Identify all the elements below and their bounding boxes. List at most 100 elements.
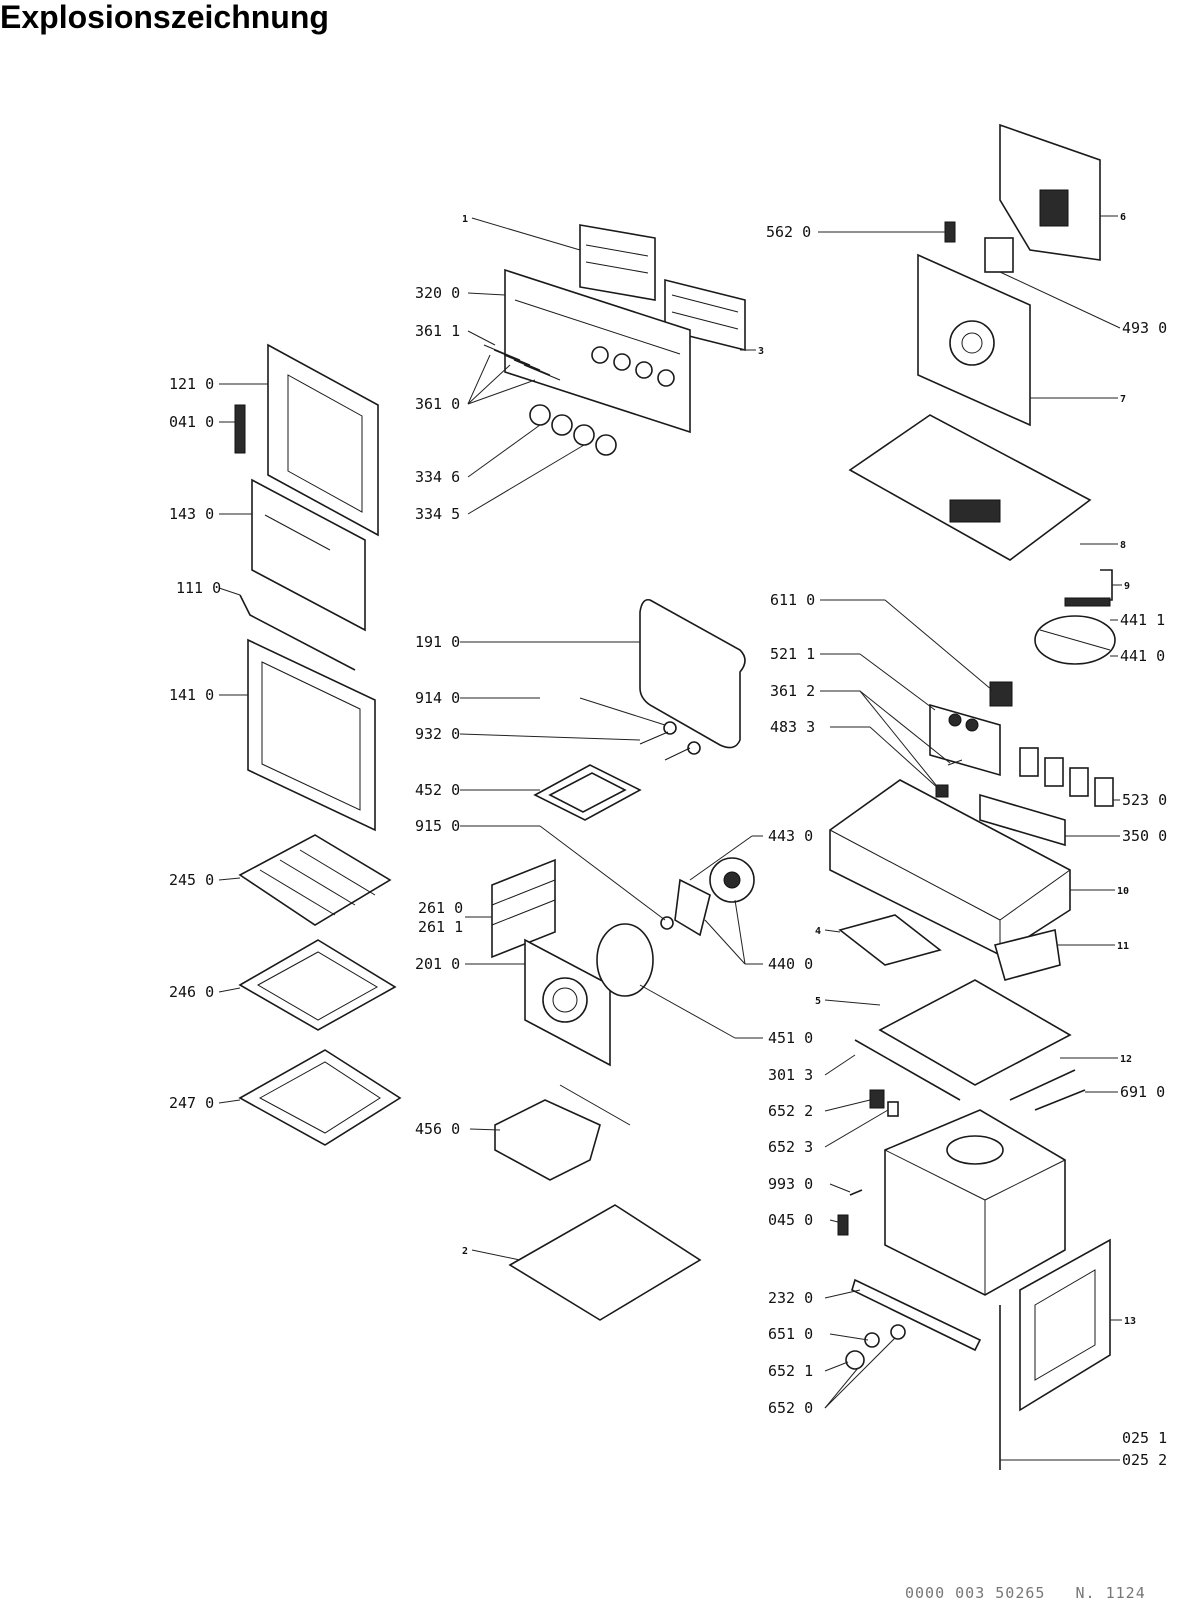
part-label: 523 0 [1122, 791, 1167, 809]
page-title: Explosionszeichnung [0, 0, 329, 35]
part-label: 191 0 [415, 633, 460, 651]
part-clip [944, 221, 956, 243]
part-label: 245 0 [169, 871, 214, 889]
part-door-rod [239, 594, 356, 671]
part-label: 3 [758, 346, 764, 357]
part-thermostat [989, 681, 1013, 707]
part-label: 334 5 [415, 505, 460, 523]
part-label: 652 0 [768, 1399, 813, 1417]
part-door-glass [251, 478, 366, 632]
part-label: 121 0 [169, 375, 214, 393]
part-fan-back-panel [524, 938, 611, 1067]
part-label: 562 0 [766, 223, 811, 241]
part-label: 652 2 [768, 1102, 813, 1120]
part-screw-993 [849, 1189, 863, 1196]
part-side-frame [1019, 1238, 1111, 1412]
part-label: 025 1 [1122, 1429, 1167, 1447]
part-fascia-panel [504, 268, 691, 434]
part-wire-shelf [238, 834, 392, 926]
part-knob-shafts [483, 344, 561, 381]
part-label: 350 0 [1122, 827, 1167, 845]
part-electronics-housing [829, 779, 1071, 956]
part-label: 451 0 [768, 1029, 813, 1047]
part-deep-tray [238, 1049, 402, 1146]
part-screws [639, 721, 701, 761]
part-oven-seal [639, 598, 746, 749]
part-heating-element [533, 764, 642, 821]
drawing-code: 0000 003 50265 N. 1124 [905, 1584, 1146, 1602]
part-door-handle [234, 404, 246, 454]
part-label: 651 0 [768, 1325, 813, 1343]
part-label: 456 0 [415, 1120, 460, 1138]
part-rear-panel [999, 123, 1101, 261]
part-label: 361 2 [770, 682, 815, 700]
part-outer-glass [247, 638, 376, 832]
part-thin-rails [1009, 1069, 1086, 1111]
part-label: 493 0 [1122, 319, 1167, 337]
part-label: 443 0 [768, 827, 813, 845]
part-fan-motor [660, 857, 755, 937]
part-baking-tray [238, 939, 397, 1031]
part-label: 201 0 [415, 955, 460, 973]
part-label: 301 3 [768, 1066, 813, 1084]
part-label: 2 [462, 1246, 468, 1257]
part-terminal-strip [979, 793, 1066, 847]
part-label: 521 1 [770, 645, 815, 663]
part-label: 5 [815, 996, 821, 1007]
part-label: 361 1 [415, 322, 460, 340]
part-label: 993 0 [768, 1175, 813, 1193]
part-front-frame [851, 1278, 982, 1352]
part-label: 932 0 [415, 725, 460, 743]
part-back-wall [917, 253, 1031, 427]
part-tangential-fan [1034, 597, 1116, 665]
part-side-racks [491, 858, 556, 959]
part-relays-row [1019, 747, 1114, 807]
part-small-connectors [935, 759, 963, 798]
part-label: 7 [1120, 394, 1126, 405]
part-label: 10 [1117, 886, 1129, 897]
part-label: 440 0 [768, 955, 813, 973]
part-relay [984, 237, 1014, 273]
part-label: 915 0 [415, 817, 460, 835]
part-grill-element [494, 1084, 631, 1181]
part-label: 691 0 [1120, 1083, 1165, 1101]
part-label: 111 0 [176, 579, 221, 597]
part-insulation-plate [878, 979, 1072, 1086]
part-label: 1 [462, 214, 468, 225]
part-hinge [837, 1214, 849, 1236]
part-label: 8 [1120, 540, 1126, 551]
part-lamp-holder [869, 1089, 899, 1117]
part-label: 441 1 [1120, 611, 1165, 629]
part-label: 13 [1124, 1316, 1136, 1327]
part-label: 320 0 [415, 284, 460, 302]
part-label: 246 0 [169, 983, 214, 1001]
part-label: 261 1 [418, 918, 463, 936]
part-knobs [529, 404, 617, 456]
part-label: 483 3 [770, 718, 815, 736]
part-label: 9 [1124, 581, 1130, 592]
part-label: 041 0 [169, 413, 214, 431]
part-label: 143 0 [169, 505, 214, 523]
part-bottom-plate [508, 1204, 702, 1321]
part-label: 914 0 [415, 689, 460, 707]
part-door-outer [267, 343, 379, 537]
part-label: 452 0 [415, 781, 460, 799]
part-top-cover [848, 414, 1092, 561]
part-label: 334 6 [415, 468, 460, 486]
part-label: 232 0 [768, 1289, 813, 1307]
part-fan-ring [596, 923, 654, 997]
part-label: 611 0 [770, 591, 815, 609]
part-switch-block [929, 703, 1001, 777]
part-label: 261 0 [418, 899, 463, 917]
part-label: 12 [1120, 1054, 1132, 1065]
leader-lines [218, 215, 1122, 1461]
part-labels: 1 320 0 361 1 3 121 0 041 0 361 0 334 6 … [169, 212, 1167, 1469]
part-label: 361 0 [415, 395, 460, 413]
part-side-plate [838, 914, 942, 966]
part-label: 141 0 [169, 686, 214, 704]
part-rail [994, 929, 1061, 981]
part-label: 11 [1117, 941, 1129, 952]
part-label: 045 0 [768, 1211, 813, 1229]
part-label: 6 [1120, 212, 1126, 223]
